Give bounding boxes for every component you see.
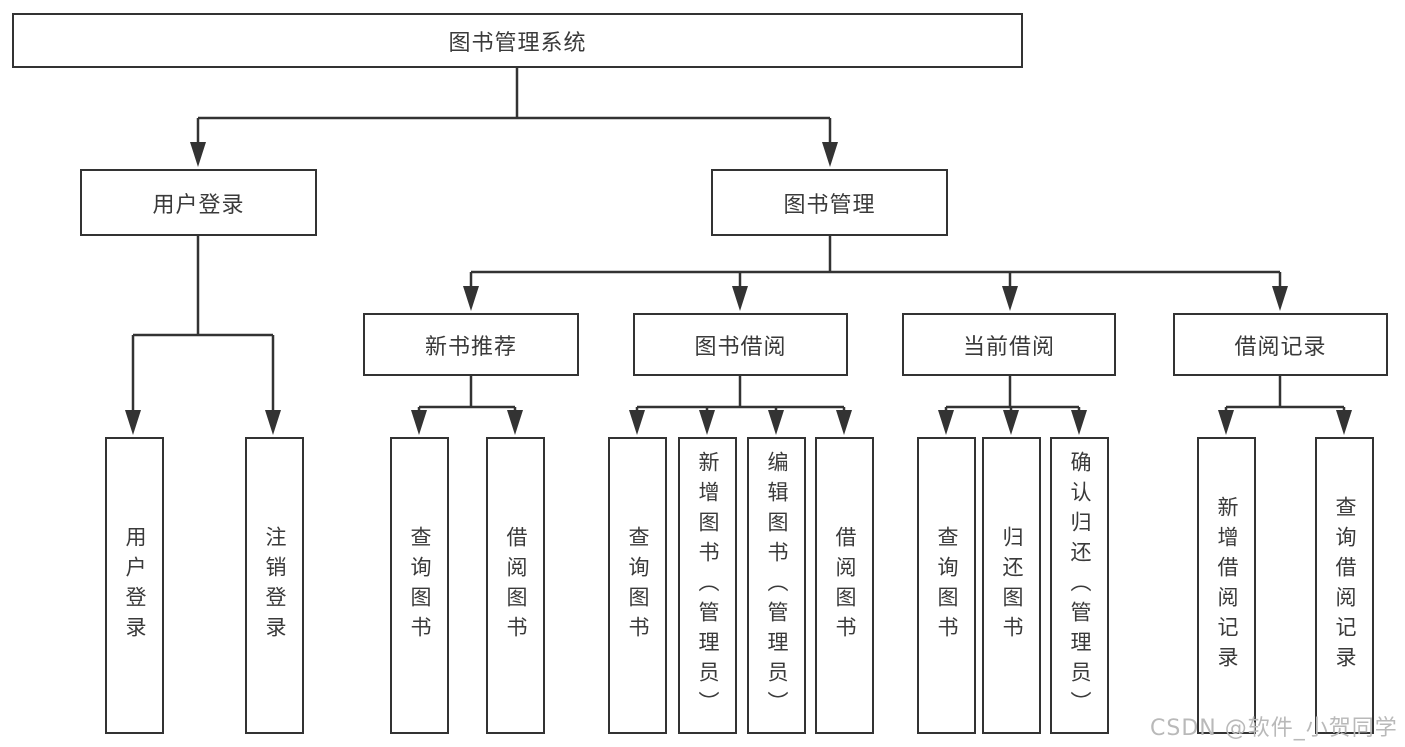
node-user-login-branch: 用户登录 xyxy=(80,169,317,236)
leaf-logout: 注销登录 xyxy=(245,437,304,734)
leaf-label: 新增图书（管理员） xyxy=(696,450,720,721)
leaf-label: 用户登录 xyxy=(123,525,147,646)
watermark: CSDN @软件_小贺同学 xyxy=(1150,716,1398,741)
leaf-user-login: 用户登录 xyxy=(105,437,164,734)
leaf-label: 借阅图书 xyxy=(504,525,528,646)
leaf-add-borrow-record: 新增借阅记录 xyxy=(1197,437,1256,734)
node-label: 图书借阅 xyxy=(694,334,787,360)
leaf-edit-books-admin: 编辑图书（管理员） xyxy=(747,437,806,734)
node-book-borrow: 图书借阅 xyxy=(633,313,848,376)
leaf-label: 查询图书 xyxy=(626,525,650,646)
node-root-label: 图书管理系统 xyxy=(448,30,587,56)
leaf-add-books-admin: 新增图书（管理员） xyxy=(678,437,737,734)
leaf-query-books-1: 查询图书 xyxy=(390,437,449,734)
leaf-confirm-return-admin: 确认归还（管理员） xyxy=(1050,437,1109,734)
leaf-return-books: 归还图书 xyxy=(982,437,1041,734)
leaf-query-books-2: 查询图书 xyxy=(608,437,667,734)
leaf-label: 查询图书 xyxy=(408,525,432,646)
leaf-label: 注销登录 xyxy=(263,525,287,646)
node-borrow-records: 借阅记录 xyxy=(1173,313,1388,376)
leaf-label: 编辑图书（管理员） xyxy=(765,450,789,721)
leaf-borrow-books-1: 借阅图书 xyxy=(486,437,545,734)
node-current-borrow: 当前借阅 xyxy=(902,313,1116,376)
leaf-label: 新增借阅记录 xyxy=(1215,495,1239,676)
leaf-query-books-3: 查询图书 xyxy=(917,437,976,734)
leaf-label: 查询图书 xyxy=(935,525,959,646)
leaf-query-borrow-record: 查询借阅记录 xyxy=(1315,437,1374,734)
node-label: 当前借阅 xyxy=(962,334,1055,360)
node-root: 图书管理系统 xyxy=(12,13,1023,68)
leaf-label: 确认归还（管理员） xyxy=(1068,450,1092,721)
node-label: 用户登录 xyxy=(152,192,245,218)
leaf-borrow-books-2: 借阅图书 xyxy=(815,437,874,734)
node-new-book-recommend: 新书推荐 xyxy=(363,313,579,376)
node-book-management-branch: 图书管理 xyxy=(711,169,948,236)
node-label: 图书管理 xyxy=(783,192,876,218)
leaf-label: 查询借阅记录 xyxy=(1333,495,1357,676)
leaf-label: 借阅图书 xyxy=(833,525,857,646)
node-label: 借阅记录 xyxy=(1234,334,1327,360)
leaf-label: 归还图书 xyxy=(1000,525,1024,646)
node-label: 新书推荐 xyxy=(424,334,517,360)
